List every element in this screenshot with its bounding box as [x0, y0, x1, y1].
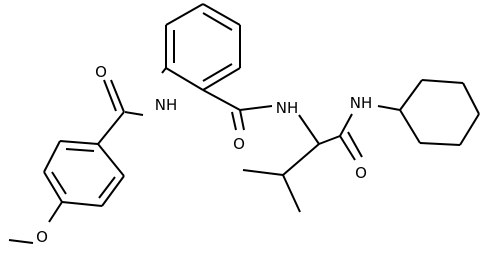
bond [48, 201, 63, 223]
bond [282, 174, 301, 213]
bond [421, 79, 464, 84]
bond [239, 105, 273, 111]
bond [103, 79, 117, 112]
bond [239, 109, 245, 131]
bond [165, 3, 204, 26]
bond [202, 89, 241, 111]
bond [377, 105, 401, 111]
bond [165, 67, 204, 91]
bond [399, 79, 423, 111]
bond [459, 113, 480, 146]
amide-nh-center-label: NH [276, 99, 299, 117]
bond-aromatic [202, 12, 233, 31]
bond [339, 135, 356, 161]
bond-aromatic [51, 171, 67, 195]
bond-aromatic [202, 63, 233, 82]
bond [399, 109, 421, 144]
bond [347, 131, 363, 158]
bond [101, 175, 125, 207]
bond [124, 111, 144, 116]
bond [43, 140, 61, 173]
bond [339, 113, 353, 137]
amide-o-left-label: O [95, 63, 107, 81]
bond [318, 135, 341, 145]
bond [202, 67, 241, 91]
amide-center [202, 89, 320, 145]
bond-aromatic [98, 176, 116, 199]
bond [161, 67, 167, 74]
amide-nh-right-label: NH [350, 94, 373, 112]
bond [97, 143, 125, 177]
bond [43, 171, 63, 203]
bond [298, 114, 320, 145]
amide-left [97, 67, 167, 145]
bond [110, 79, 125, 113]
benzene-ring-top [165, 3, 241, 91]
methoxy-group [8, 201, 63, 244]
amide-o-right-label: O [355, 164, 367, 182]
amide-o-center-label: O [233, 135, 245, 153]
bond [61, 201, 103, 207]
cyclohexyl-ring [377, 79, 480, 146]
bond [462, 82, 480, 115]
bond [97, 111, 125, 145]
bond [419, 142, 461, 146]
amide-nh-left-label: NH [155, 96, 178, 114]
bond [8, 239, 34, 244]
bond [282, 143, 320, 176]
bond [59, 140, 99, 145]
benzene-ring-bottom-left [43, 140, 125, 207]
bond-aromatic [65, 148, 95, 152]
bond [202, 3, 241, 26]
bond [231, 111, 237, 131]
valine-residue [242, 113, 363, 213]
ether-o-label: O [36, 228, 48, 246]
bond [242, 169, 284, 176]
